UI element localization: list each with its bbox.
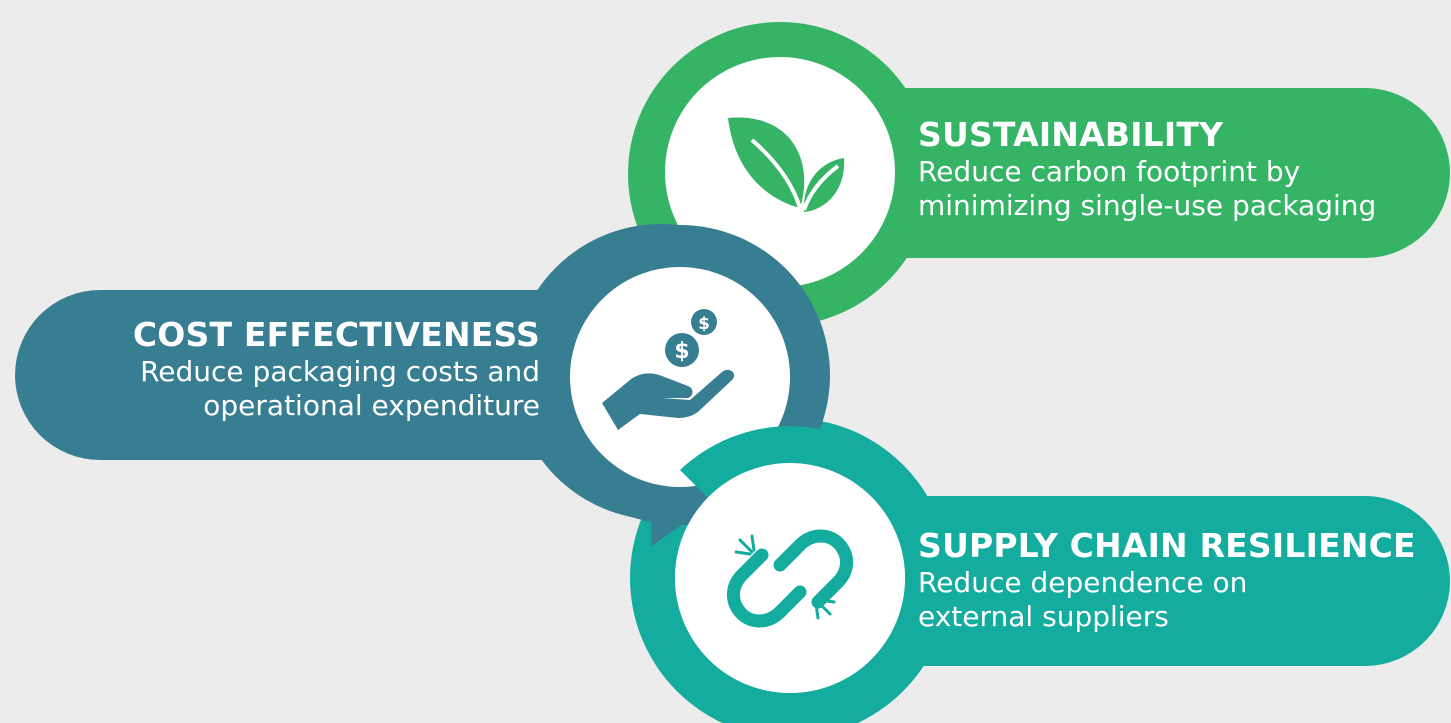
sustainability-text: SUSTAINABILITY Reduce carbon footprint b… — [918, 115, 1376, 223]
cost-description: Reduce packaging costs and operational e… — [80, 355, 540, 423]
svg-text:$: $ — [698, 314, 710, 334]
svg-text:$: $ — [674, 339, 689, 364]
sustainability-description-line: minimizing single-use packaging — [918, 189, 1377, 222]
cost-pill — [15, 290, 601, 460]
sustainability-card — [628, 22, 1450, 326]
sustainability-title: SUSTAINABILITY — [918, 115, 1224, 154]
supply-chain-title: SUPPLY CHAIN RESILIENCE — [918, 526, 1416, 565]
hand-coins-icon: $ $ — [602, 309, 735, 430]
cost-icon-circle — [570, 267, 790, 487]
sustainability-description: Reduce carbon footprint by minimizing si… — [918, 155, 1376, 223]
supply-chain-icon-circle-top — [675, 463, 905, 693]
broken-chain-icon — [727, 529, 853, 628]
cost-title: COST EFFECTIVENESS — [132, 315, 540, 354]
sustainability-description-line: Reduce carbon footprint by — [918, 155, 1301, 188]
cost-description-line: operational expenditure — [203, 389, 540, 422]
supply-chain-description: Reduce dependence on external suppliers — [918, 566, 1416, 634]
leaf-icon — [728, 117, 845, 212]
sustainability-pill — [780, 88, 1450, 258]
supply-chain-text: SUPPLY CHAIN RESILIENCE Reduce dependenc… — [918, 526, 1416, 634]
cost-description-line: Reduce packaging costs and — [140, 355, 540, 388]
cost-text: COST EFFECTIVENESS Reduce packaging cost… — [80, 315, 540, 423]
supply-chain-description-line: external suppliers — [918, 600, 1169, 633]
supply-chain-description-line: Reduce dependence on — [918, 566, 1248, 599]
